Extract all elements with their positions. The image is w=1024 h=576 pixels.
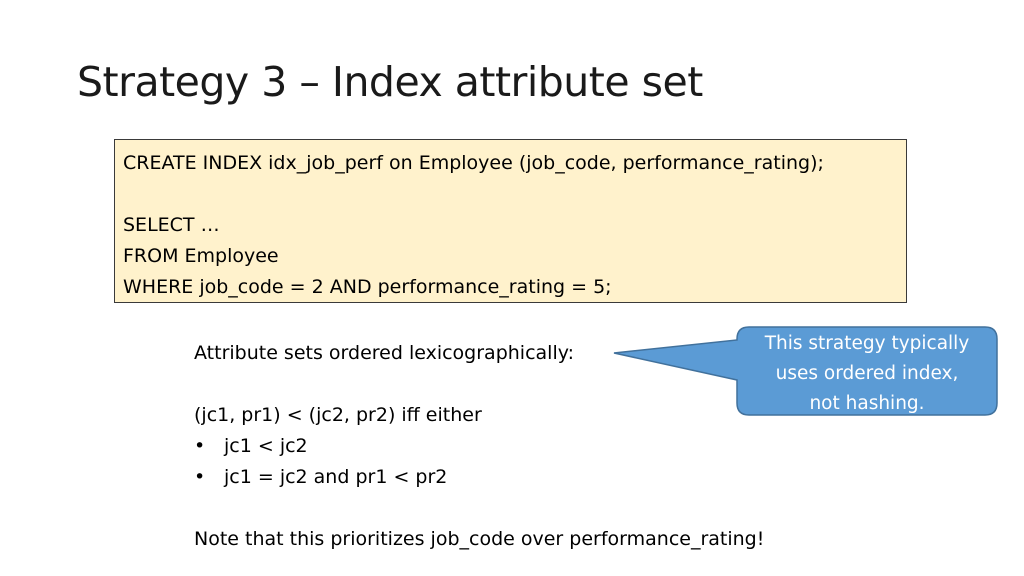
spacer-line: [194, 493, 764, 524]
bullet-icon: •: [194, 466, 206, 488]
callout-line: not hashing.: [809, 393, 925, 414]
spacer-line: [194, 369, 764, 400]
code-line-from: FROM Employee: [123, 245, 279, 267]
bullet-text: jc1 < jc2: [224, 435, 308, 457]
note-text: Note that this prioritizes job_code over…: [194, 528, 765, 550]
callout-note: This strategy typically uses ordered ind…: [737, 327, 997, 415]
bullet-icon: •: [194, 435, 206, 457]
list-item: • jc1 = jc2 and pr1 < pr2: [194, 462, 764, 493]
callout-line: uses ordered index,: [775, 363, 959, 384]
code-line-select: SELECT …: [123, 214, 220, 236]
code-line-blank: [123, 179, 898, 210]
list-item: • jc1 < jc2: [194, 431, 764, 462]
condition-text: (jc1, pr1) < (jc2, pr2) iff either: [194, 404, 482, 426]
sql-code-box: CREATE INDEX idx_job_perf on Employee (j…: [114, 139, 907, 303]
code-line-where: WHERE job_code = 2 AND performance_ratin…: [123, 276, 612, 298]
bullet-text: jc1 = jc2 and pr1 < pr2: [224, 466, 448, 488]
intro-text: Attribute sets ordered lexicographically…: [194, 342, 574, 364]
slide-title: Strategy 3 – Index attribute set: [77, 58, 703, 106]
code-line-create-index: CREATE INDEX idx_job_perf on Employee (j…: [123, 152, 824, 174]
callout-line: This strategy typically: [764, 333, 970, 354]
explanation-text: Attribute sets ordered lexicographically…: [194, 338, 764, 555]
